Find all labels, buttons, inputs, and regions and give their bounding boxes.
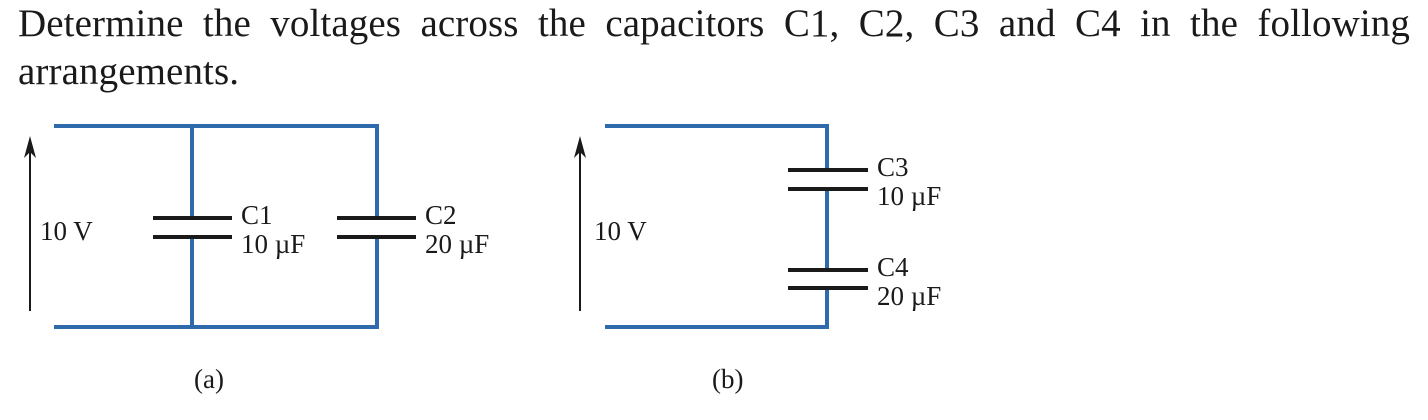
capacitor-c1: C1 10 µF — [153, 200, 305, 259]
caption-a: (a) — [194, 364, 224, 394]
circuit-b: 10 V C3 10 µF C4 20 µF (b) — [574, 124, 941, 394]
capacitor-c3: C3 10 µF — [788, 152, 941, 211]
c2-value: 20 µF — [425, 229, 489, 259]
capacitor-c2: C2 20 µF — [337, 200, 489, 259]
question-line-1: Determine the voltages across the capaci… — [18, 2, 1410, 45]
question-line-2: arrangements. — [18, 50, 240, 93]
arrowhead-icon — [24, 136, 36, 158]
caption-b: (b) — [712, 364, 743, 394]
voltage-label-b: 10 V — [594, 216, 647, 246]
c3-name: C3 — [877, 152, 909, 182]
circuit-a: 10 V C1 10 µF C2 20 µF (a) — [24, 124, 489, 394]
capacitor-c4: C4 20 µF — [788, 252, 941, 311]
c1-name: C1 — [241, 200, 273, 230]
c4-name: C4 — [877, 252, 909, 282]
question-text: Determine the voltages across the capaci… — [18, 0, 1410, 96]
c2-name: C2 — [425, 200, 457, 230]
arrowhead-icon — [574, 136, 586, 158]
wires-a — [54, 124, 379, 329]
c4-value: 20 µF — [877, 281, 941, 311]
c1-value: 10 µF — [241, 229, 305, 259]
voltage-label-a: 10 V — [40, 216, 93, 246]
c3-value: 10 µF — [877, 181, 941, 211]
wires-b — [605, 124, 829, 329]
